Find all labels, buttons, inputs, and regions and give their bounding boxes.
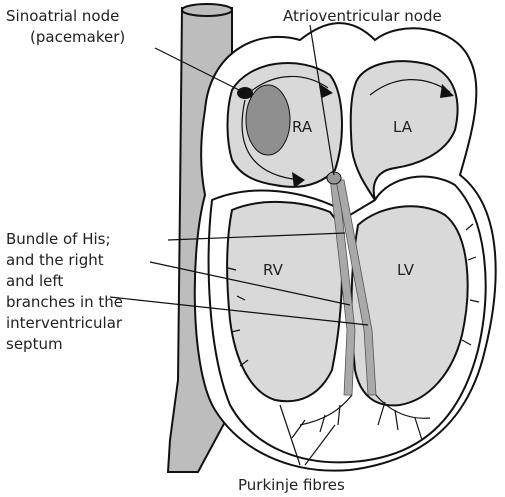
right-atrium [228, 63, 342, 187]
label-bundle-line3: and left [6, 272, 63, 290]
label-bundle-line1: Bundle of His; [6, 230, 111, 248]
label-bundle-line2: and the right [6, 251, 104, 269]
label-purkinje: Purkinje fibres [238, 476, 345, 494]
label-sinoatrial-line2: (pacemaker) [30, 28, 125, 46]
label-lv: LV [397, 261, 415, 279]
label-bundle-line6: septum [6, 335, 63, 353]
label-la: LA [393, 118, 413, 136]
label-ra: RA [292, 118, 313, 136]
label-sinoatrial-line1: Sinoatrial node [6, 7, 119, 25]
label-bundle-line5: interventricular [6, 314, 123, 332]
label-bundle-line4: branches in the [6, 293, 123, 311]
label-rv: RV [263, 261, 284, 279]
label-av-node: Atrioventricular node [283, 7, 442, 25]
sinoatrial-node [246, 85, 290, 155]
right-ventricle [227, 202, 342, 401]
